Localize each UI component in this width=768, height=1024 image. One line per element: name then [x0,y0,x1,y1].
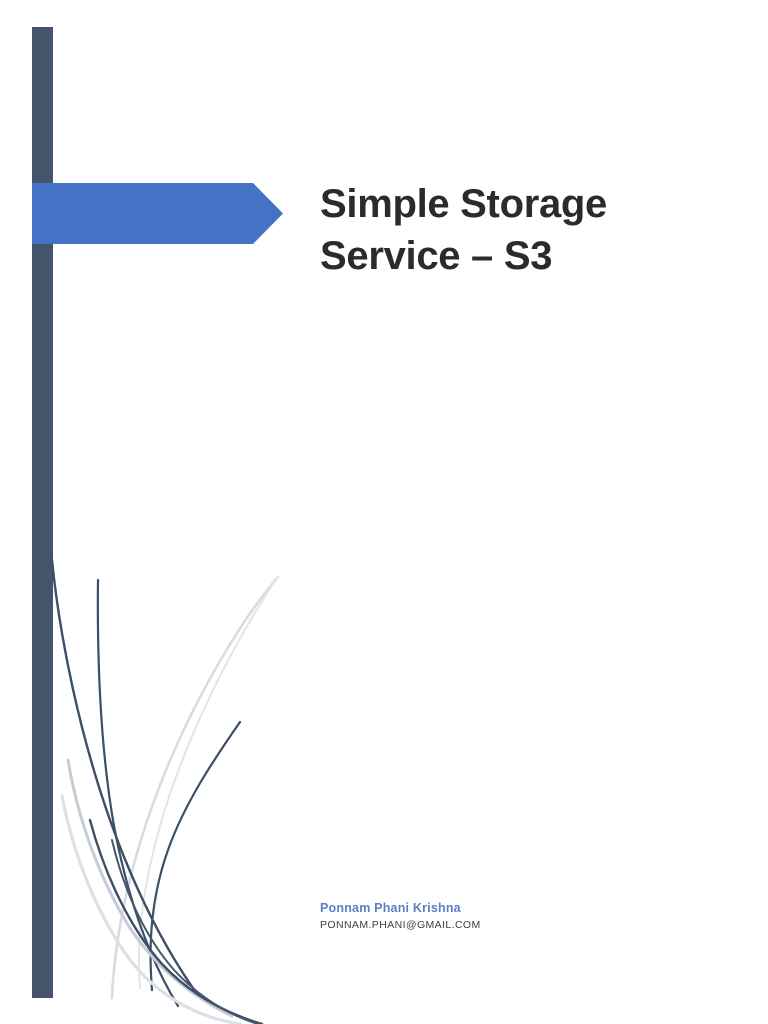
arrow-banner-shape [32,183,283,244]
author-block: Ponnam Phani Krishna PONNAM.PHANI@GMAIL.… [320,900,680,933]
grass-blade-light-3 [60,794,242,1024]
author-name: Ponnam Phani Krishna [320,901,461,915]
grass-blade-dark-2 [96,578,180,1008]
vertical-sideline-bar [32,27,53,998]
arrow-banner [32,183,283,244]
title-line-2: Service – S3 [320,234,553,278]
grass-blade-dark-3 [149,720,242,992]
author-email: PONNAM.PHANI@GMAIL.COM [320,919,481,931]
grass-blade-dark-1 [50,558,202,1000]
grass-blade-dark-4 [88,818,264,1024]
title-line-1: Simple Storage [320,182,607,226]
grass-blade-light-1b [137,576,279,989]
grass-blade-light-2 [66,758,234,1018]
arrow-banner-polygon [32,183,283,244]
grass-blade-spacer [98,580,180,1004]
page-title: Simple Storage Service – S3 [320,178,720,282]
grass-blade-light-1 [110,575,280,1000]
grass-blade-dark-5 [111,839,259,1024]
